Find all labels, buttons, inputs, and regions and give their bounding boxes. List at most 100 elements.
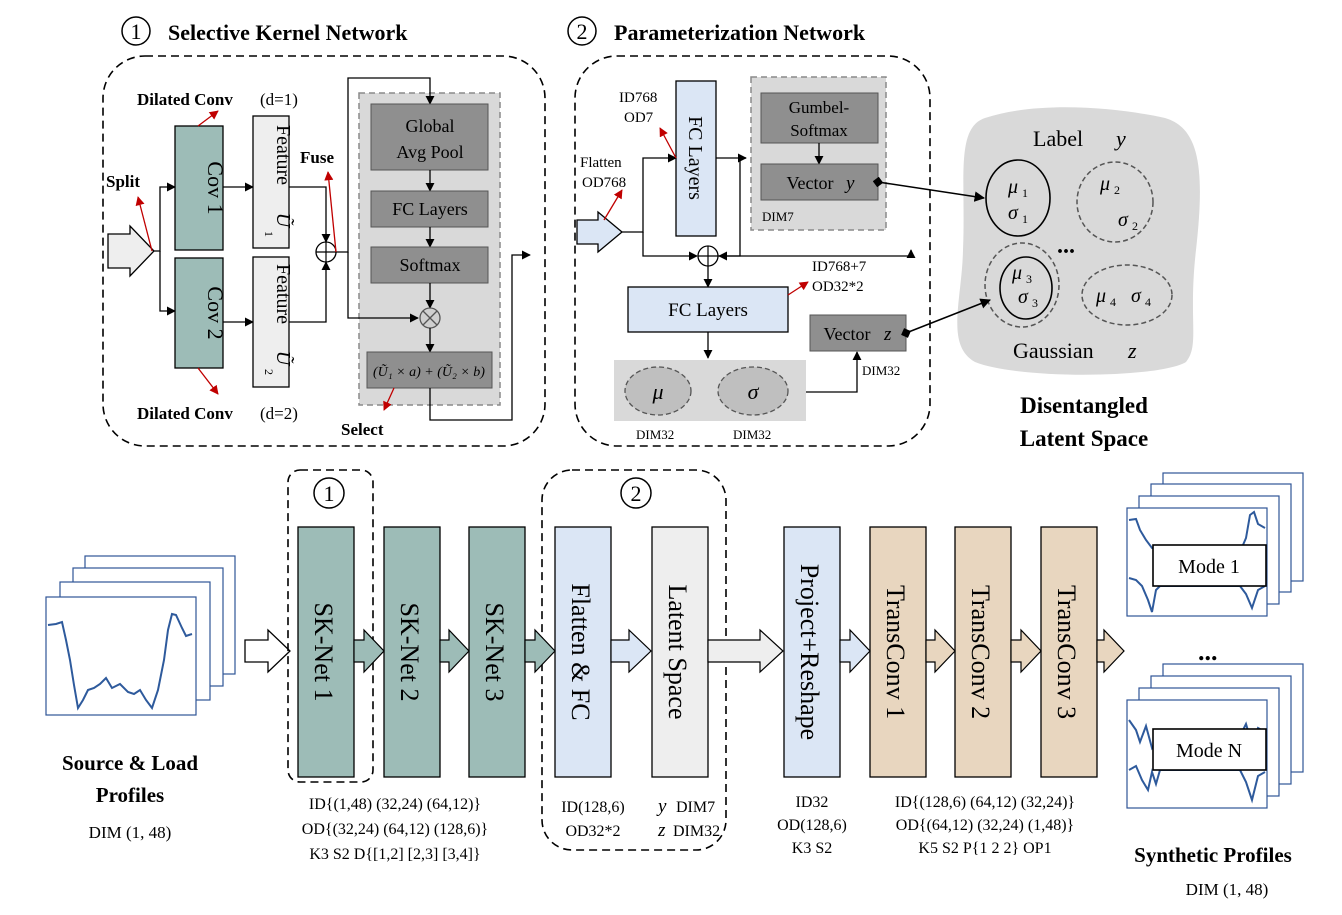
section2-title: Parameterization Network — [614, 20, 866, 45]
mu4-sub: 4 — [1110, 295, 1116, 309]
pr-note-1: ID32 — [796, 794, 829, 811]
mu1: μ — [1007, 176, 1018, 198]
sk-net-1-block — [297, 526, 355, 778]
pipeline: Source & Load Profiles DIM (1, 48) 1 2 S… — [45, 469, 1304, 899]
sk-softmax-label: Softmax — [400, 255, 461, 275]
od768-label: OD768 — [582, 175, 626, 191]
source-title-line2: Profiles — [96, 783, 164, 807]
project-reshape-block — [783, 526, 841, 778]
sigma-symbol: σ — [748, 379, 760, 404]
gap-line2: Avg Pool — [396, 142, 463, 162]
dim32-z-label: DIM32 — [862, 363, 900, 378]
mu-symbol: μ — [651, 379, 663, 404]
s1-sub: 1 — [1022, 212, 1028, 226]
mu2: μ — [1099, 173, 1110, 195]
s2: σ — [1118, 209, 1129, 231]
param-fc-mid-block — [627, 286, 789, 333]
s3: σ — [1018, 286, 1029, 308]
ls-z-symbol: z — [657, 820, 666, 841]
dim32-sigma-label: DIM32 — [733, 427, 771, 442]
param-network-panel: 2 Parameterization Network FC Layers Gum… — [567, 16, 931, 447]
sk-network-panel: 1 Selective Kernel Network Cov 1 Cov 2 F… — [102, 16, 546, 447]
cov2-block — [174, 257, 224, 369]
ls-note-1: DIM7 — [676, 799, 715, 816]
flatten-label: Flatten — [580, 155, 622, 171]
ff-note-1: ID(128,6) — [561, 799, 625, 816]
dim32-mu-label: DIM32 — [636, 427, 674, 442]
cov1-label: Cov 1 — [203, 161, 228, 214]
select-formula: (Ũ₁ × a) + (Ũ₂ × b) — [373, 363, 485, 380]
sk-note-1: ID{(1,48) (32,24) (64,12)} — [309, 796, 481, 813]
latent-space-label: Latent Space — [663, 585, 692, 720]
latent-label-word: Label — [1033, 126, 1083, 151]
sk-net-2-block — [383, 526, 441, 778]
sk-fc-layers-label: FC Layers — [392, 199, 468, 219]
param-input-arrow — [576, 210, 624, 254]
dilated-conv-2-label: Dilated Conv — [137, 404, 233, 423]
od7-label: OD7 — [624, 110, 654, 126]
cluster-4 — [1081, 264, 1173, 326]
param-fc-mid-label: FC Layers — [668, 300, 748, 321]
feature-u1-label: Feature — [272, 125, 294, 185]
id768-label: ID768 — [619, 90, 657, 106]
latent-title-line2: Latent Space — [1020, 426, 1148, 451]
synthetic-title: Synthetic Profiles — [1134, 843, 1292, 867]
dilated-conv-1-label: Dilated Conv — [137, 90, 233, 109]
feature-u2-sub: 2 — [262, 369, 276, 375]
latent-gaussian-word: Gaussian — [1013, 338, 1094, 363]
section1-number-circle — [121, 16, 151, 46]
flatten-fc-label: Flatten & FC — [566, 583, 595, 720]
transconv-2-label: TransConv 2 — [966, 585, 995, 719]
sk-net-3-label: SK-Net 3 — [480, 603, 509, 702]
s1: σ — [1008, 202, 1019, 224]
param-fc-top-block — [675, 80, 717, 237]
feature-u2-label: Feature — [272, 264, 294, 324]
sk-net-2-label: SK-Net 2 — [395, 603, 424, 702]
mu3: μ — [1011, 262, 1022, 284]
split-label: Split — [106, 172, 140, 191]
mu1-sub: 1 — [1022, 186, 1028, 200]
section1-title: Selective Kernel Network — [168, 20, 408, 45]
tc-note-1: ID{(128,6) (64,12) (32,24)} — [895, 794, 1075, 811]
mode1-label: Mode 1 — [1178, 556, 1240, 578]
sk-dashed-boundary — [102, 55, 546, 447]
marker1-number: 1 — [324, 481, 335, 506]
vector-z-block — [809, 314, 907, 352]
transconv-1-label: TransConv 1 — [881, 585, 910, 719]
id-combo-label: ID768+7 — [812, 259, 867, 275]
sk-note-3: K3 S2 D{[1,2] [2,3] [3,4]} — [309, 846, 480, 863]
s4-sub: 4 — [1145, 295, 1151, 309]
mu3-sub: 3 — [1026, 272, 1032, 286]
param-fc-top-label: FC Layers — [684, 116, 706, 200]
cov1-block — [174, 125, 224, 251]
feature-u2-symbol: Ũ — [272, 351, 296, 367]
mu4: μ — [1095, 285, 1106, 307]
sk-softmax-block — [370, 246, 489, 284]
transconv-3-label: TransConv 3 — [1052, 585, 1081, 719]
vector-z-symbol: z — [883, 324, 892, 345]
tc-note-2: OD{(64,12) (32,24) (1,48)} — [896, 817, 1074, 834]
dim7-label: DIM7 — [762, 209, 794, 224]
dilated-conv-1-param: (d=1) — [260, 90, 298, 109]
latent-space-block — [651, 526, 709, 778]
section2-number: 2 — [577, 19, 588, 44]
gumbel-line2: Softmax — [790, 121, 848, 140]
latent-label-y: y — [1114, 126, 1126, 151]
cov2-label: Cov 2 — [203, 286, 228, 339]
synthetic-modeN-stack: Mode N — [1126, 663, 1304, 809]
section2-number-circle — [567, 16, 597, 46]
transconv-2-block — [954, 526, 1012, 778]
feature-u2-block — [252, 256, 290, 388]
marker2-number: 2 — [631, 481, 642, 506]
sk-net-3-block — [468, 526, 526, 778]
param-dashed-boundary — [574, 55, 931, 447]
od-combo-label: OD32*2 — [812, 279, 864, 295]
gumbel-softmax-block — [760, 92, 879, 144]
pr-note-2: OD(128,6) — [777, 817, 847, 834]
vector-y-symbol: y — [844, 173, 855, 194]
ls-note-2: DIM32 — [673, 823, 720, 840]
section1-number: 1 — [131, 19, 142, 44]
select-formula-block — [366, 351, 493, 389]
feature-u1-symbol: Ũ — [272, 213, 296, 229]
